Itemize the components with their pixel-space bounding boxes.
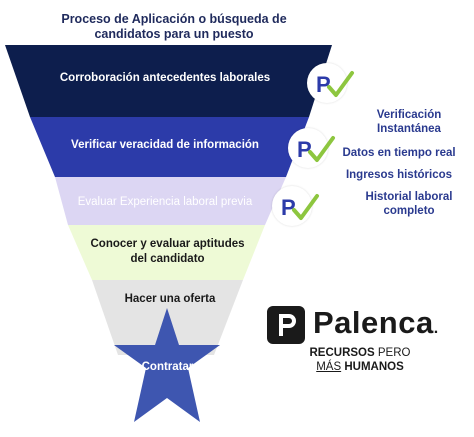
palenca-check-icon: P: [288, 128, 335, 168]
svg-text:P: P: [281, 195, 296, 220]
feature-real-time-data: Datos en tiempo real: [342, 147, 456, 159]
stage-label-2: Verificar veracidad de información: [71, 139, 259, 151]
funnel-stage-2: [30, 117, 309, 177]
brand-name: Palenca.: [313, 305, 439, 340]
palenca-check-icon: P: [307, 63, 354, 103]
stage-label-3: Evaluar Experiencia laboral previa: [77, 196, 253, 208]
feature-work-history: Historial laboral completo: [365, 191, 453, 217]
feature-instant-verification: Verificación Instantánea: [376, 109, 442, 135]
stage-label-6: Contratar: [141, 361, 194, 373]
funnel-stage-3: [55, 177, 286, 225]
palenca-check-icon: P: [272, 186, 319, 226]
diagram-title: Proceso de Aplicación o búsqueda de cand…: [61, 12, 287, 41]
brand-slogan: RECURSOS PERO MÁS HUMANOS: [309, 347, 411, 373]
stage-label-1: Corroboración antecedentes laborales: [59, 72, 271, 84]
stage-label-5: Hacer una oferta: [124, 293, 216, 305]
funnel-stage-1: [5, 45, 332, 117]
funnel-stage-6-star: [114, 308, 220, 422]
stage-label-4: Conocer y evaluar aptitudes del candidat…: [90, 238, 245, 265]
feature-historic-income: Ingresos históricos: [345, 169, 453, 181]
palenca-logo-icon: [267, 306, 305, 344]
svg-text:P: P: [297, 137, 312, 162]
svg-text:P: P: [316, 72, 331, 97]
funnel-stage-4: [68, 225, 265, 280]
